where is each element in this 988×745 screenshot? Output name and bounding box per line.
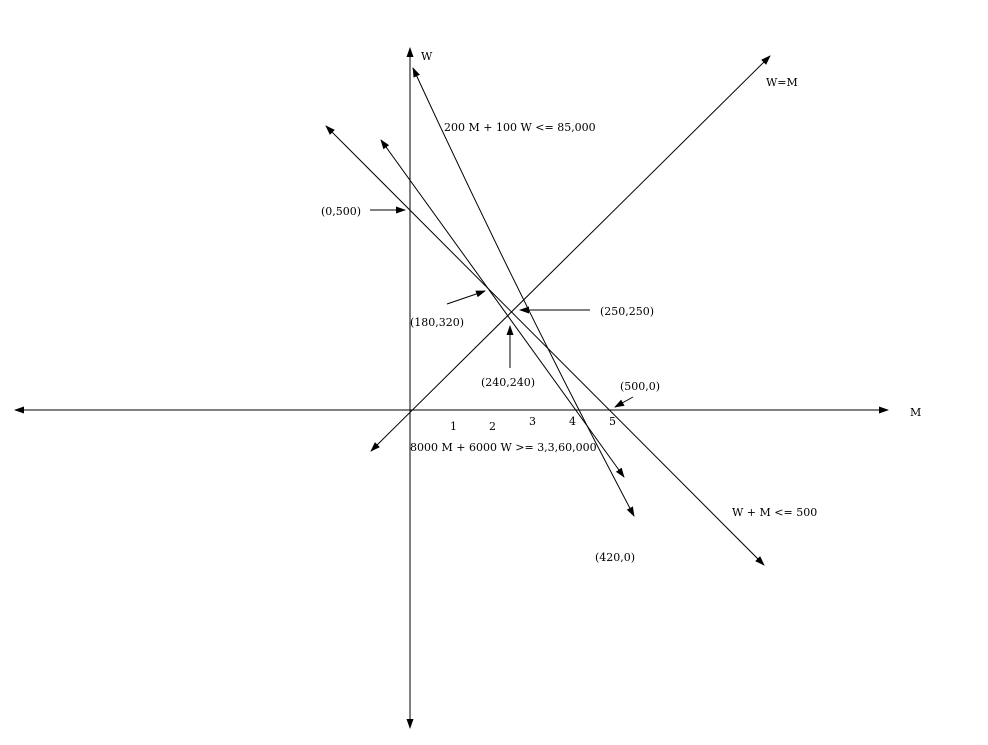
point-500-0: (500,0): [620, 380, 660, 393]
point-180-320: (180,320): [410, 316, 464, 329]
m-axis-label: M: [910, 406, 921, 419]
w-axis-label: W: [421, 50, 433, 63]
label-sum: W + M <= 500: [732, 506, 817, 519]
point-250-250: (250,250): [600, 305, 654, 318]
label-cost: 8000 M + 6000 W >= 3,3,60,000: [410, 441, 597, 454]
pointer-500-0: [614, 396, 634, 408]
line-sum: [325, 125, 765, 566]
tick-1: 1: [450, 420, 457, 433]
tick-3: 3: [529, 415, 536, 428]
line-w-eq-m: [370, 55, 771, 452]
point-0-500: (0,500): [321, 205, 361, 218]
pointer-180-320: [446, 290, 486, 305]
label-budget: 200 M + 100 W <= 85,000: [444, 121, 596, 134]
tick-5: 5: [609, 415, 616, 428]
point-420-0: (420,0): [595, 551, 635, 564]
line-cost: [380, 139, 625, 478]
tick-2: 2: [489, 420, 496, 433]
point-240-240: (240,240): [481, 376, 535, 389]
label-w-eq-m: W=M: [766, 76, 798, 89]
tick-4: 4: [569, 415, 576, 428]
